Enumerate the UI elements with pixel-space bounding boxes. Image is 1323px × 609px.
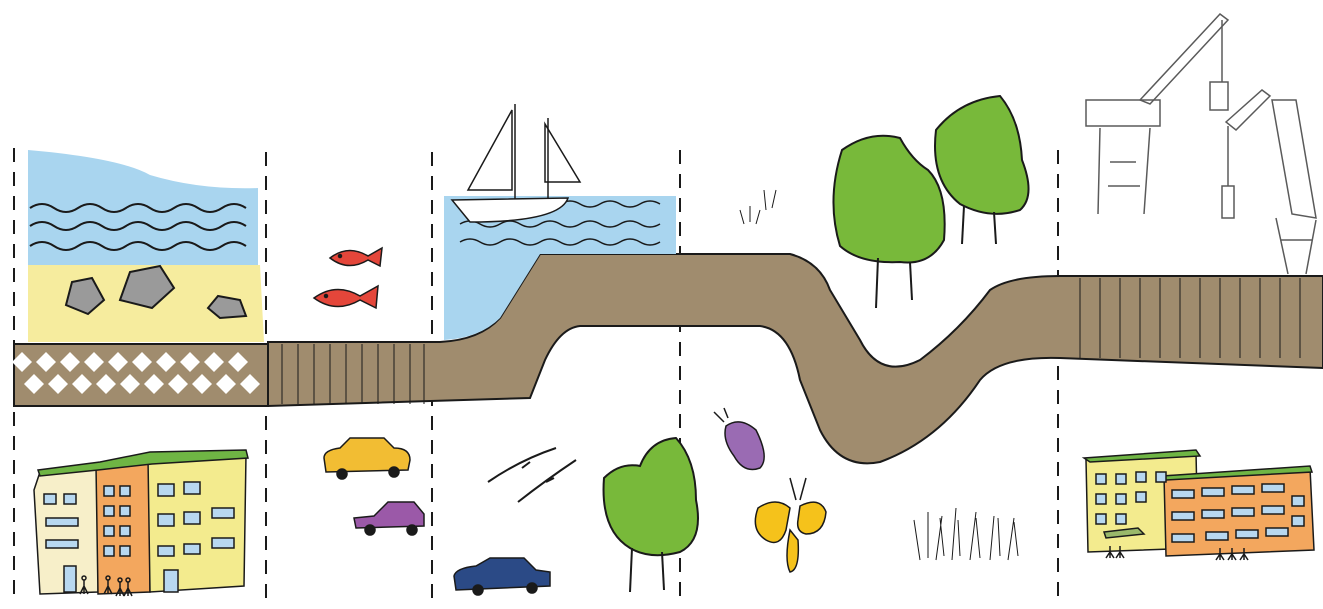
fish-icon xyxy=(312,246,383,310)
car-icon xyxy=(323,437,551,596)
beetle-icon xyxy=(713,407,765,471)
tree-icon xyxy=(602,94,1030,593)
sailboat-icon xyxy=(450,104,582,223)
building-icon xyxy=(1081,449,1315,557)
harbor-waves xyxy=(459,200,661,246)
building-icon xyxy=(33,449,249,595)
sea-waves-icon xyxy=(29,203,247,251)
person-icon xyxy=(1105,546,1249,561)
person-icon xyxy=(79,575,133,597)
boardwalk-planks xyxy=(281,278,1301,404)
beach-panel xyxy=(12,150,269,407)
rock-icon xyxy=(64,264,248,320)
sea-area xyxy=(28,150,258,265)
grass-icon xyxy=(739,189,1019,561)
bird-icon xyxy=(487,447,577,503)
harbor-panel xyxy=(444,104,676,340)
harbor-water xyxy=(444,196,676,340)
checker-boardwalk-icon xyxy=(12,343,269,407)
promenade-path xyxy=(267,253,1323,465)
crane-icon xyxy=(1085,12,1317,275)
butterfly-icon xyxy=(754,477,827,573)
